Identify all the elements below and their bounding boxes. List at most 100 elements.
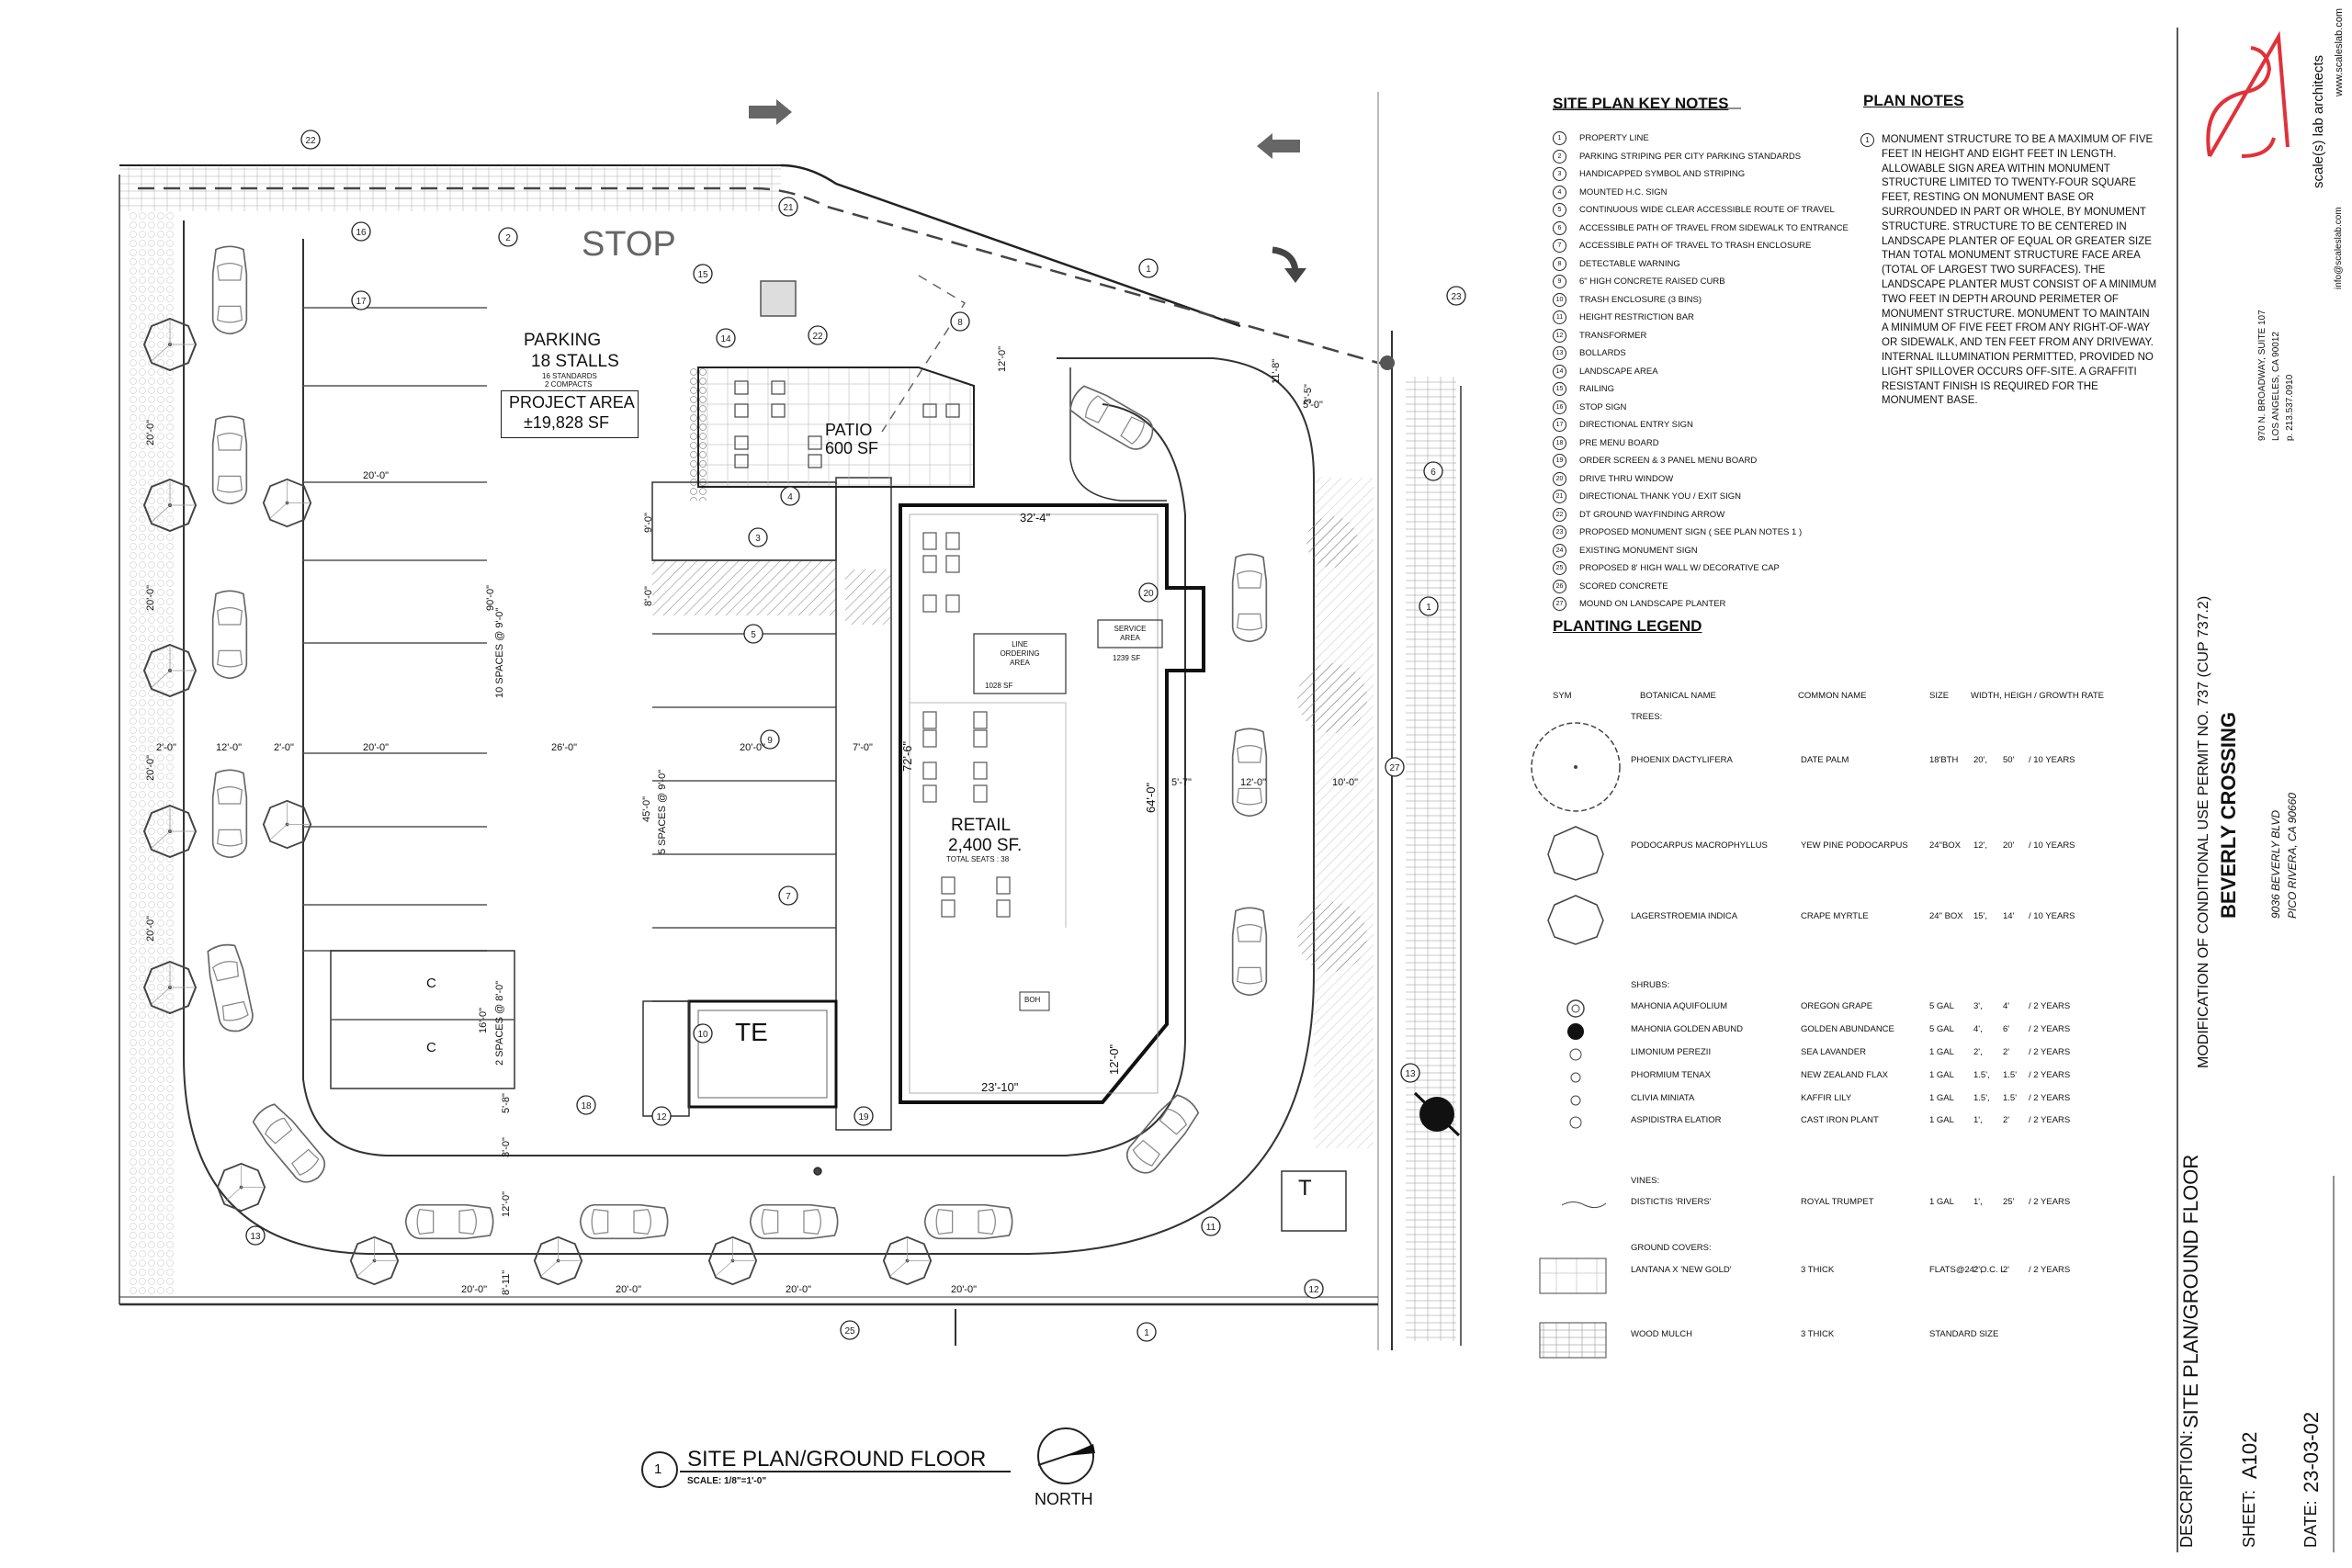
retail-area: 2,400 SF.	[948, 836, 1023, 855]
description-label: DESCRIPTION:	[2177, 1429, 2196, 1548]
key-note-text: HANDICAPPED SYMBOL AND STRIPING	[1579, 169, 1746, 180]
north-label: NORTH	[1035, 1490, 1093, 1508]
legend-ground-cell: 2',	[1973, 1265, 1983, 1275]
legend-trees-cell: YEW PINE PODOCARPUS	[1801, 840, 1908, 851]
legend-shrubs-cell: PHORMIUM TENAX	[1631, 1070, 1711, 1080]
key-note-text: DETECTABLE WARNING	[1579, 258, 1680, 269]
legend-shrubs-cell: 2'	[2003, 1047, 2010, 1057]
legend-trees-cell: 14'	[2003, 911, 2015, 921]
legend-vines-cell: 25'	[2003, 1197, 2015, 1207]
retail-seats: TOTAL SEATS : 38	[946, 855, 1010, 863]
legend-vines-cell: 1 GAL	[1929, 1197, 1954, 1207]
key-note-number: 22	[1553, 507, 1566, 522]
key-note-number: 21	[1553, 490, 1566, 503]
project-name: BEVERLY CROSSING	[2217, 712, 2240, 919]
legend-ground-cell: STANDARD SIZE	[1929, 1329, 1999, 1339]
service-area-sf: 1239 SF	[1113, 654, 1141, 662]
svg-text:7: 7	[786, 892, 791, 902]
svg-text:6: 6	[1430, 468, 1436, 478]
legend-trees-label: TREES:	[1631, 712, 1663, 722]
key-note-number: 5	[1553, 203, 1566, 217]
legend-shrubs-cell: / 2 YEARS	[2029, 1115, 2071, 1125]
svg-text:25: 25	[844, 1326, 855, 1337]
key-note-number: 14	[1553, 364, 1566, 378]
key-note-number: 19	[1553, 454, 1566, 468]
key-note-item: 22 DT GROUND WAYFINDING ARROW	[1553, 507, 1725, 522]
patio-label: PATIO	[825, 421, 873, 439]
key-note-text: PROPERTY LINE	[1579, 133, 1649, 144]
svg-text:15: 15	[697, 270, 708, 280]
stop-marking: STOP	[582, 225, 676, 264]
key-note-number: 8	[1553, 256, 1566, 271]
svg-text:21: 21	[783, 203, 794, 213]
key-note-text: DT GROUND WAYFINDING ARROW	[1579, 509, 1725, 520]
firm-logo	[2206, 30, 2290, 158]
parking-title: PARKING	[524, 331, 602, 350]
key-note-number: 10	[1553, 292, 1566, 307]
plan-note-text: MONUMENT STRUCTURE TO BE A MAXIMUM OF FI…	[1882, 134, 2157, 407]
legend-shrubs-cell: NEW ZEALAND FLAX	[1801, 1070, 1889, 1080]
legend-shrubs-cell: CAST IRON PLANT	[1801, 1115, 1879, 1125]
svg-text:16: 16	[356, 228, 367, 238]
svg-text:2: 2	[505, 233, 511, 243]
key-note-number: 20	[1553, 471, 1566, 486]
legend-trees-cell: / 10 YEARS	[2029, 911, 2075, 921]
key-note-number: 13	[1553, 346, 1566, 360]
legend-header-botanical: BOTANICAL NAME	[1640, 691, 1716, 701]
plan-scale: SCALE: 1/8"=1'-0"	[687, 1476, 767, 1486]
key-note-number: 17	[1553, 418, 1566, 432]
legend-trees-cell: 24"BOX	[1929, 840, 1962, 851]
traffic-arrow-east	[749, 99, 792, 125]
key-note-text: EXISTING MONUMENT SIGN	[1579, 545, 1698, 556]
legend-trees-cell: 15',	[1973, 911, 1988, 921]
legend-header-sym: SYM	[1553, 691, 1572, 701]
legend-shrubs-cell: 1 GAL	[1929, 1093, 1954, 1103]
planting-legend-title: PLANTING LEGEND	[1553, 617, 1702, 635]
legend-shrubs-cell: MAHONIA GOLDEN ABUND	[1631, 1024, 1743, 1034]
svg-text:1: 1	[1146, 265, 1151, 275]
legend-shrubs-cell: 6'	[2003, 1024, 2010, 1034]
svg-text:1: 1	[1426, 603, 1431, 613]
key-note-number: 3	[1553, 167, 1566, 181]
keynote-callouts	[245, 130, 1466, 1342]
project-address-1: 9036 BEVERLY BLVD	[2269, 809, 2282, 919]
key-note-number: 7	[1553, 239, 1566, 253]
svg-text:18: 18	[581, 1101, 592, 1111]
legend-shrubs-cell: 1 GAL	[1929, 1070, 1954, 1080]
key-note-number: 24	[1553, 543, 1566, 558]
svg-text:22: 22	[812, 332, 823, 342]
svg-text:14: 14	[720, 334, 731, 344]
legend-trees-cell: 24" BOX	[1929, 911, 1963, 921]
plan-notes-title: PLAN NOTES	[1863, 92, 1964, 109]
sheet-value: A102	[2238, 1431, 2261, 1479]
svg-text:12: 12	[656, 1112, 667, 1122]
legend-shrubs-cell: / 2 YEARS	[2029, 1093, 2071, 1103]
legend-trees-cell: 12',	[1973, 840, 1988, 851]
project-subtitle: MODIFICATION OF CONDITIONAL USE PERMIT N…	[2196, 595, 2211, 1068]
firm-name: scale(s) lab architects	[2311, 54, 2326, 188]
legend-shrubs-cell: LIMONIUM PEREZII	[1631, 1047, 1712, 1057]
date-label: DATE:	[2301, 1500, 2320, 1548]
legend-shrubs-cell: 2',	[1973, 1047, 1983, 1057]
legend-vines-label: VINES:	[1631, 1176, 1660, 1186]
date-value: 23-03-02	[2300, 1411, 2323, 1493]
legend-shrubs-cell: 1.5',	[1973, 1070, 1990, 1080]
legend-shrubs-cell: 4',	[1973, 1024, 1983, 1034]
key-note-number: 9	[1553, 275, 1566, 288]
parking-compacts: 2 COMPACTS	[545, 380, 593, 389]
key-note-text: PARKING STRIPING PER CITY PARKING STANDA…	[1579, 151, 1802, 162]
svg-text:13: 13	[1405, 1069, 1416, 1079]
description-value: SITE PLAN/GROUND FLOOR	[2179, 1154, 2202, 1428]
